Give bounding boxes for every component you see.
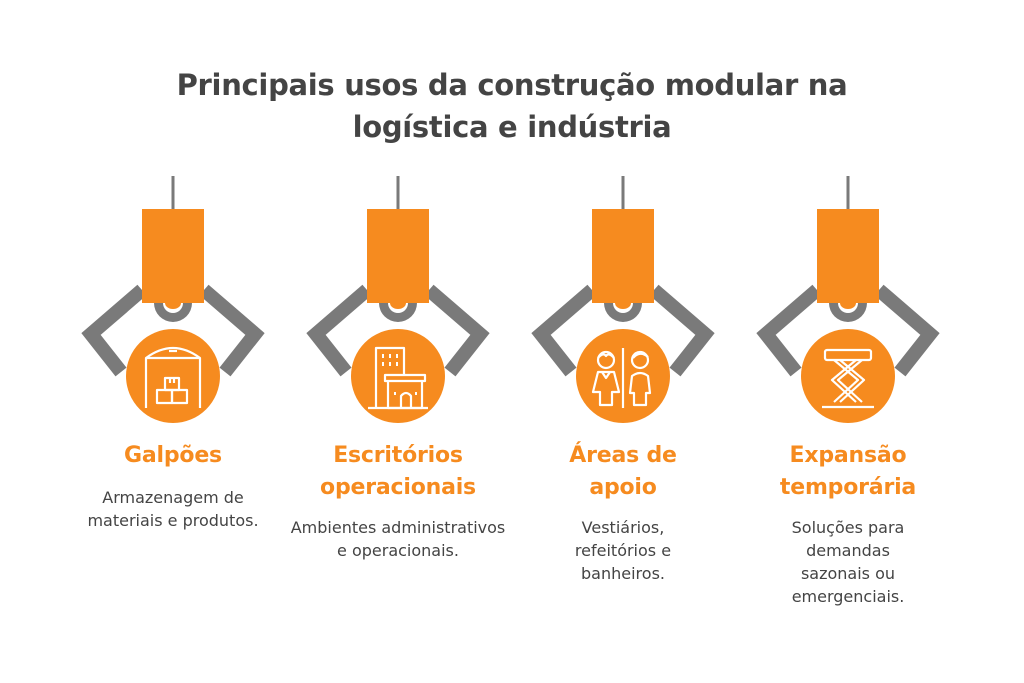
- use-card-areas-de-apoio: Áreas de apoio Vestiários, refeitórios e…: [513, 440, 733, 585]
- claw-4: [766, 176, 930, 423]
- use-card-escritorios: Escritórios operacionais Ambientes admin…: [288, 440, 508, 562]
- claw-2: [316, 176, 480, 423]
- use-description: Vestiários, refeitórios e banheiros.: [574, 518, 672, 583]
- restroom-icon: [591, 348, 652, 408]
- use-description: Soluções para demandas sazonais ou emerg…: [791, 518, 905, 606]
- warehouse-icon: [144, 346, 202, 408]
- use-card-expansao: Expansão temporária Soluções para demand…: [738, 440, 958, 608]
- use-heading: Galpões: [124, 443, 222, 468]
- use-description: Armazenagem de materiais e produtos.: [87, 488, 259, 530]
- title-line-2: logística e indústria: [352, 110, 672, 144]
- page-title: Principais usos da construção modular na…: [0, 64, 1024, 148]
- title-line-1: Principais usos da construção modular na: [176, 68, 848, 102]
- use-heading: Áreas de apoio: [569, 443, 677, 500]
- use-card-galpoes: Galpões Armazenagem de materiais e produ…: [63, 440, 283, 532]
- office-windows: [382, 354, 417, 395]
- use-description: Ambientes administrativos e operacionais…: [290, 518, 506, 560]
- use-heading: Escritórios operacionais: [320, 443, 476, 500]
- scissor-lift-icon: [822, 348, 874, 409]
- claw-1: [91, 176, 255, 423]
- office-building-icon: [368, 346, 428, 410]
- claw-3: [541, 176, 705, 423]
- use-heading: Expansão temporária: [779, 443, 917, 500]
